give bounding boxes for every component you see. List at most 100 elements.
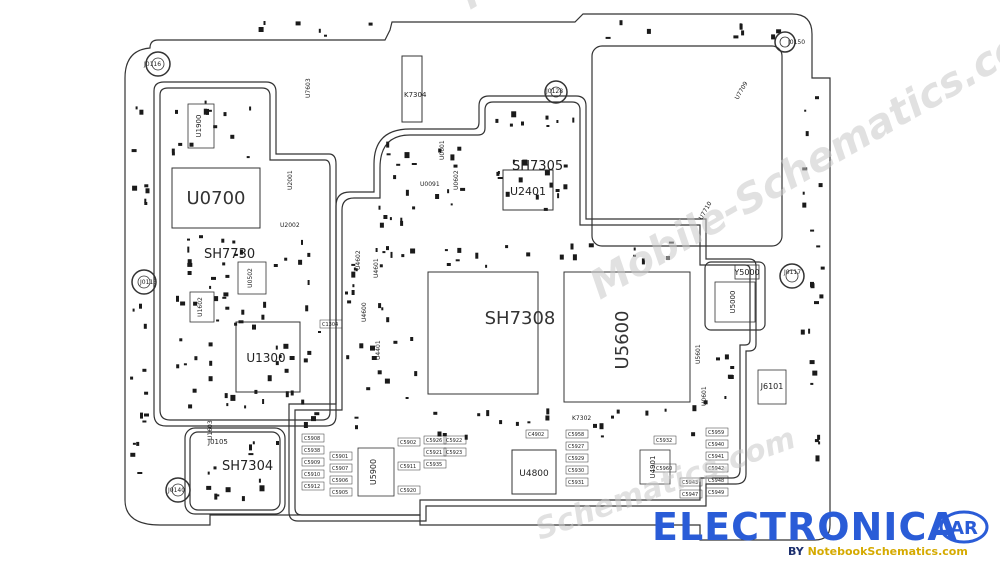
passive-pad: [814, 301, 819, 305]
mounting-holes: [131, 31, 805, 503]
passive-pad: [515, 421, 519, 426]
passive-pad: [817, 434, 821, 440]
passive-pad: [132, 442, 136, 445]
u5601-label: U5601: [695, 344, 702, 364]
passive-pad: [211, 276, 216, 280]
passive-pad: [802, 191, 805, 195]
sh7308-label: SH7308: [485, 308, 556, 329]
passive-pad: [130, 376, 134, 380]
passive-pad: [187, 246, 190, 253]
j6101-connector: J6101: [757, 369, 787, 405]
passive-pad: [460, 187, 466, 191]
cap-label: C5941: [708, 454, 724, 460]
passive-pad: [189, 142, 194, 147]
passive-pad: [386, 246, 389, 251]
passive-pad: [355, 425, 358, 430]
passive-pad: [814, 439, 819, 443]
passive-pad: [390, 251, 393, 258]
passive-pad: [214, 493, 218, 500]
u5900-chip: U5900: [357, 447, 395, 497]
cap-label: C5901: [332, 454, 348, 460]
passive-pad: [318, 331, 321, 333]
passive-pad: [366, 387, 371, 391]
passive-pad: [379, 264, 383, 268]
passive-pad: [611, 415, 614, 419]
passive-pad: [447, 189, 450, 194]
passive-pad: [522, 159, 528, 166]
passive-pad: [175, 109, 178, 114]
j0115-label: J0115: [139, 279, 157, 286]
electronica-ar-logo: ELECTRONICA AR BY NotebookSchematics.com: [652, 505, 997, 563]
passive-pad: [437, 431, 442, 437]
passive-pad: [527, 421, 531, 424]
cap-label: C5949: [708, 490, 724, 496]
passive-pad: [285, 391, 289, 398]
passive-pad: [810, 283, 815, 289]
passive-pad: [295, 21, 301, 26]
cap-label: C5912: [304, 484, 320, 490]
j0150-label: J0150: [787, 39, 805, 46]
passive-pad: [716, 357, 720, 361]
passive-pad: [145, 188, 150, 194]
cap-label: C1304: [322, 322, 338, 328]
passive-pad: [405, 397, 409, 399]
passive-components: [130, 20, 825, 502]
passive-pad: [307, 252, 311, 257]
passive-pad: [276, 441, 279, 445]
passive-pad: [405, 189, 409, 196]
capacitor-array: C5908 C5938 C5909 C5910 C5912 C5907 C590…: [301, 319, 729, 499]
passive-pad: [187, 259, 192, 264]
passive-pad: [275, 361, 279, 366]
passive-pad: [691, 432, 696, 437]
passive-pad: [230, 134, 235, 139]
passive-pad: [142, 368, 147, 372]
passive-pad: [213, 466, 217, 470]
passive-pad: [193, 301, 198, 306]
watermark-top: Mobile-Schematics.com: [452, 0, 936, 19]
byline-link[interactable]: NotebookSchematics.com: [807, 545, 968, 558]
byline-prefix: BY: [788, 545, 804, 558]
passive-pad: [771, 34, 776, 40]
cap-label: C5908: [304, 436, 320, 442]
passive-pad: [545, 415, 550, 421]
passive-pad: [351, 263, 356, 266]
passive-pad: [176, 295, 179, 302]
watermark-middle: Mobile-Schematics.com: [582, 3, 1000, 309]
passive-pad: [254, 389, 258, 394]
u0602-label: U0602: [453, 170, 460, 190]
passive-pad: [351, 271, 356, 278]
passive-pad: [144, 391, 149, 395]
passive-pad: [668, 241, 674, 244]
passive-pad: [298, 259, 303, 265]
passive-pad: [303, 358, 308, 363]
cap-label: C5943: [682, 480, 698, 486]
passive-pad: [544, 170, 550, 176]
cap-label: C5948: [708, 478, 724, 484]
passive-pad: [230, 394, 236, 401]
passive-pad: [144, 184, 149, 188]
cap-label: C5902: [400, 440, 416, 446]
passive-pad: [383, 215, 388, 219]
u4901-chip: U4901: [639, 449, 671, 485]
passive-pad: [171, 148, 175, 153]
passive-pad: [446, 263, 451, 266]
cap-label: C5960: [656, 466, 672, 472]
passive-pad: [810, 382, 814, 385]
passive-pad: [477, 413, 481, 417]
passive-pad: [248, 453, 254, 456]
passive-pad: [450, 154, 455, 161]
passive-pad: [346, 355, 350, 360]
passive-pad: [259, 485, 265, 492]
passive-pad: [234, 322, 238, 326]
passive-pad: [570, 243, 574, 250]
passive-pad: [457, 146, 462, 151]
sh7305-label: SH7305: [512, 159, 563, 174]
passive-pad: [379, 222, 384, 228]
passive-pad: [275, 345, 278, 350]
passive-pad: [221, 238, 225, 243]
sh7730-label: SH7730: [204, 247, 255, 262]
passive-pad: [135, 106, 138, 110]
passive-pad: [222, 262, 226, 266]
passive-pad: [404, 152, 410, 159]
shield-can-bottom-left: [184, 427, 286, 515]
